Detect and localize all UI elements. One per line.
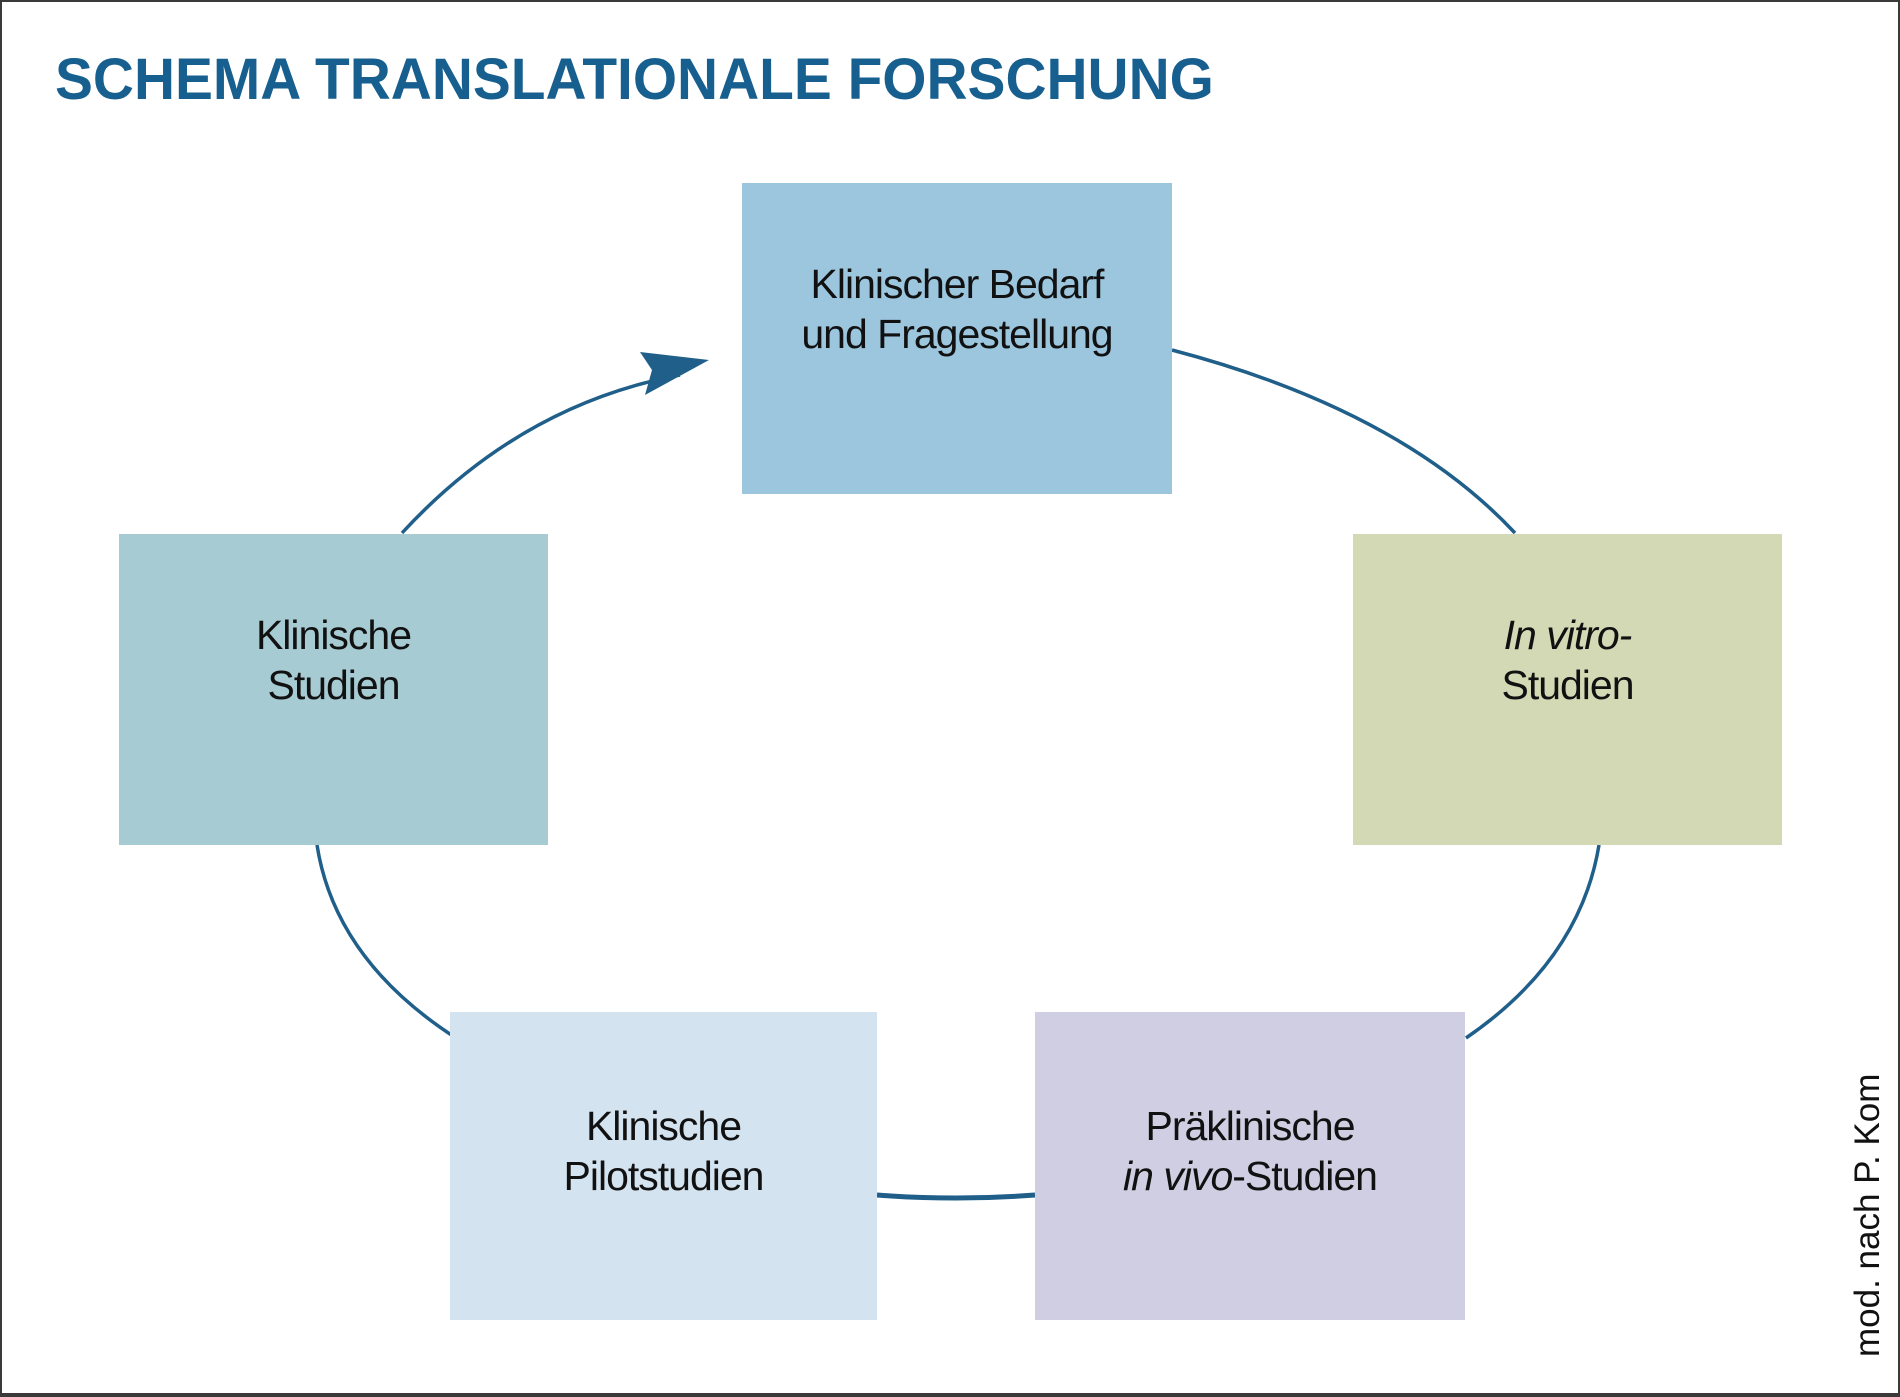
node-label-line: In vitro- [1503,611,1633,658]
node-label-italic: in vivo [1123,1153,1233,1199]
node-label-line: Präklinische [1145,1103,1355,1149]
node-label-line: Klinische [255,611,412,658]
node-in-vitro-studies: In vitro-Studien [1353,534,1782,845]
connector-need-to-invitro [1171,348,1517,535]
connector-clinical-studies-to-need [400,373,681,535]
node-label-line: -Studien [1232,1153,1378,1199]
node-label-line: Pilotstudien [563,1153,765,1199]
connector-pilot-to-clinical [315,844,457,1040]
arrowhead-icon [640,352,709,395]
node-label-line: Studien [1501,661,1634,708]
diagram-title: SCHEMA TRANSLATIONALE FORSCHUNG [55,47,1214,112]
source-credit: mod. nach P. Kom [1848,1073,1887,1357]
node-label-line: Klinische [585,1103,742,1149]
node-label-line: Studien [267,661,400,708]
connector-invitro-to-preclinical [1465,844,1601,1040]
connector-preclinical-to-pilot [876,1192,1036,1201]
node-label-line: und Fragestellung [801,310,1113,357]
node-label-line: Klinischer Bedarf [810,260,1105,307]
